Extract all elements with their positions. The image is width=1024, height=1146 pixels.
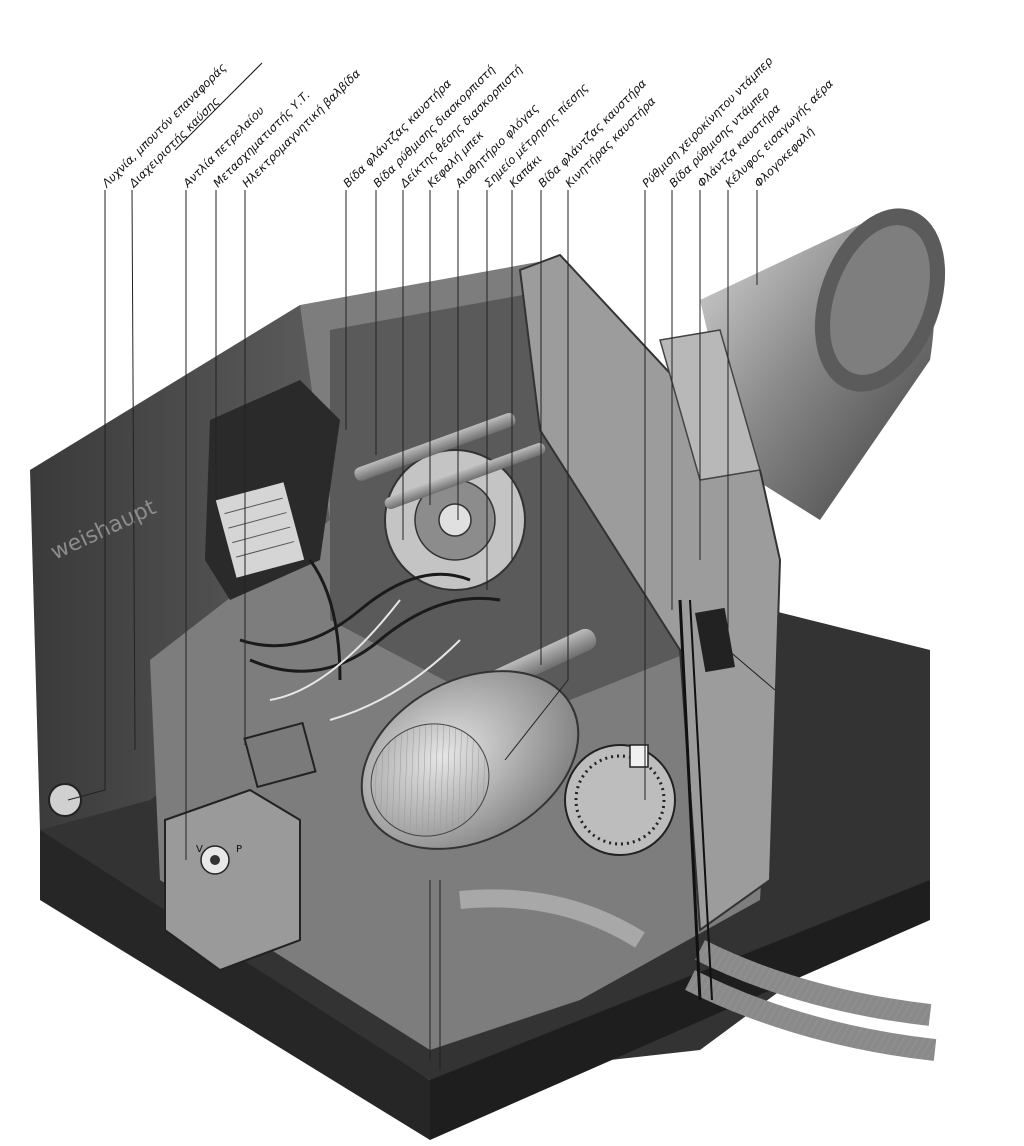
label-solenoid-valve: Ηλεκτρομαγνητική βαλβίδα <box>239 66 363 190</box>
housing-front <box>40 830 430 1140</box>
burner-illustration: V P weishaupt <box>30 208 946 1140</box>
label-burner-flange-screw-2: Βίδα φλάντζας καυστήρα <box>535 76 649 190</box>
solenoid-valve-body <box>243 721 317 789</box>
pump-mark-p: P <box>236 844 242 855</box>
leader-lines <box>67 189 776 1070</box>
callout-labels: Λυχνία, μπουτόν επαναφοράς Διαχειριστής … <box>99 53 837 190</box>
label-reset-button-lamp: Λυχνία, μπουτόν επαναφοράς <box>99 60 230 191</box>
damper-scale <box>564 744 676 856</box>
oil-pump-body <box>164 788 301 972</box>
reset-button <box>48 783 82 817</box>
pump-mark-v: V <box>196 844 203 855</box>
label-underline <box>174 62 263 151</box>
